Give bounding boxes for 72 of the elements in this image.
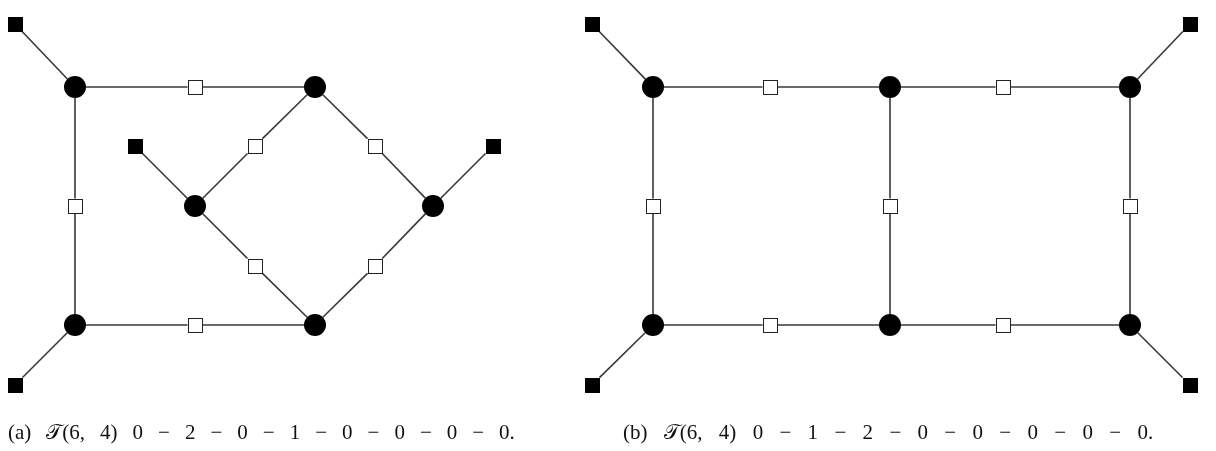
edge-line	[202, 213, 249, 260]
edge-line	[202, 152, 249, 199]
edge-line	[776, 324, 880, 326]
vertex-dot	[304, 76, 326, 98]
vertex-dot	[642, 314, 664, 336]
edge-line	[141, 152, 188, 199]
terminal-square	[1182, 16, 1198, 32]
edge-line	[889, 97, 891, 200]
edge-line	[598, 331, 646, 379]
edge-line	[21, 331, 68, 379]
edge-line	[74, 97, 76, 200]
edge-line	[1129, 97, 1131, 200]
vertex-dot	[304, 314, 326, 336]
edge-line	[261, 272, 308, 319]
vertex-dot	[879, 76, 901, 98]
edge-line	[1129, 212, 1131, 315]
subfigure-caption: (b) 𝒯(6, 4) 0 − 1 − 2 − 0 − 0 − 0 − 0 − 0.	[623, 419, 1154, 445]
subdivision-square	[187, 317, 203, 333]
edge-line	[652, 97, 654, 200]
edge-line	[322, 93, 369, 140]
terminal-square	[1182, 377, 1198, 393]
terminal-square	[7, 16, 23, 32]
edge-line	[598, 30, 647, 80]
subdivision-square	[187, 79, 203, 95]
subdivision-square	[367, 258, 383, 274]
edge-line	[900, 86, 997, 88]
subdivision-square	[762, 79, 778, 95]
vertex-dot	[64, 76, 86, 98]
subdivision-square	[762, 317, 778, 333]
subdivision-square	[67, 198, 83, 214]
terminal-square	[584, 377, 600, 393]
vertex-dot	[64, 314, 86, 336]
subdivision-square	[247, 258, 263, 274]
edge-line	[85, 86, 189, 88]
edge-line	[201, 86, 305, 88]
terminal-square	[127, 138, 143, 154]
edge-line	[1136, 30, 1184, 80]
edge-line	[439, 152, 487, 199]
edge-line	[1009, 324, 1120, 326]
edge-line	[900, 324, 997, 326]
edge-line	[261, 93, 308, 140]
subdivision-square	[882, 198, 898, 214]
edge-line	[663, 86, 764, 88]
terminal-square	[7, 377, 23, 393]
terminal-square	[584, 16, 600, 32]
subdivision-square	[367, 138, 383, 154]
subdivision-square	[1122, 198, 1138, 214]
edge-line	[663, 324, 764, 326]
edge-line	[381, 213, 427, 260]
subdivision-square	[995, 79, 1011, 95]
vertex-dot	[1119, 314, 1141, 336]
vertex-dot	[422, 195, 444, 217]
vertex-dot	[642, 76, 664, 98]
vertex-dot	[879, 314, 901, 336]
edge-line	[381, 152, 427, 199]
subdivision-square	[995, 317, 1011, 333]
edge-line	[1137, 331, 1184, 379]
edge-line	[322, 272, 369, 319]
subdivision-square	[247, 138, 263, 154]
vertex-dot	[184, 195, 206, 217]
edge-line	[85, 324, 189, 326]
subdivision-square	[645, 198, 661, 214]
terminal-square	[485, 138, 501, 154]
vertex-dot	[1119, 76, 1141, 98]
edge-line	[1009, 86, 1120, 88]
subfigure-caption: (a) 𝒯(6, 4) 0 − 2 − 0 − 1 − 0 − 0 − 0 − 0.	[8, 419, 515, 445]
edge-line	[21, 30, 69, 80]
edge-line	[201, 324, 305, 326]
edge-line	[776, 86, 880, 88]
edge-line	[74, 212, 76, 315]
edge-line	[652, 212, 654, 315]
edge-line	[889, 212, 891, 315]
